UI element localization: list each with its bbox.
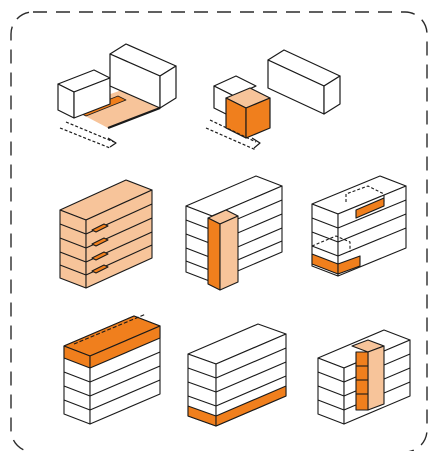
void-stair — [356, 352, 368, 410]
void-column — [368, 346, 384, 410]
vertical-core-side — [220, 216, 238, 290]
panel-floors-cut-outs — [312, 176, 406, 276]
panel-massing-ground-plane — [58, 44, 176, 148]
panel-massing-orange-cube — [206, 50, 340, 150]
vertical-core-front — [208, 218, 220, 290]
panel-floors-top-floor — [64, 314, 160, 424]
panel-floors-central-void — [318, 330, 410, 424]
panel-floors-ground-floor — [188, 324, 286, 426]
panel-floors-vertical-core — [186, 176, 282, 290]
panel-floors-highlighted — [60, 180, 152, 288]
